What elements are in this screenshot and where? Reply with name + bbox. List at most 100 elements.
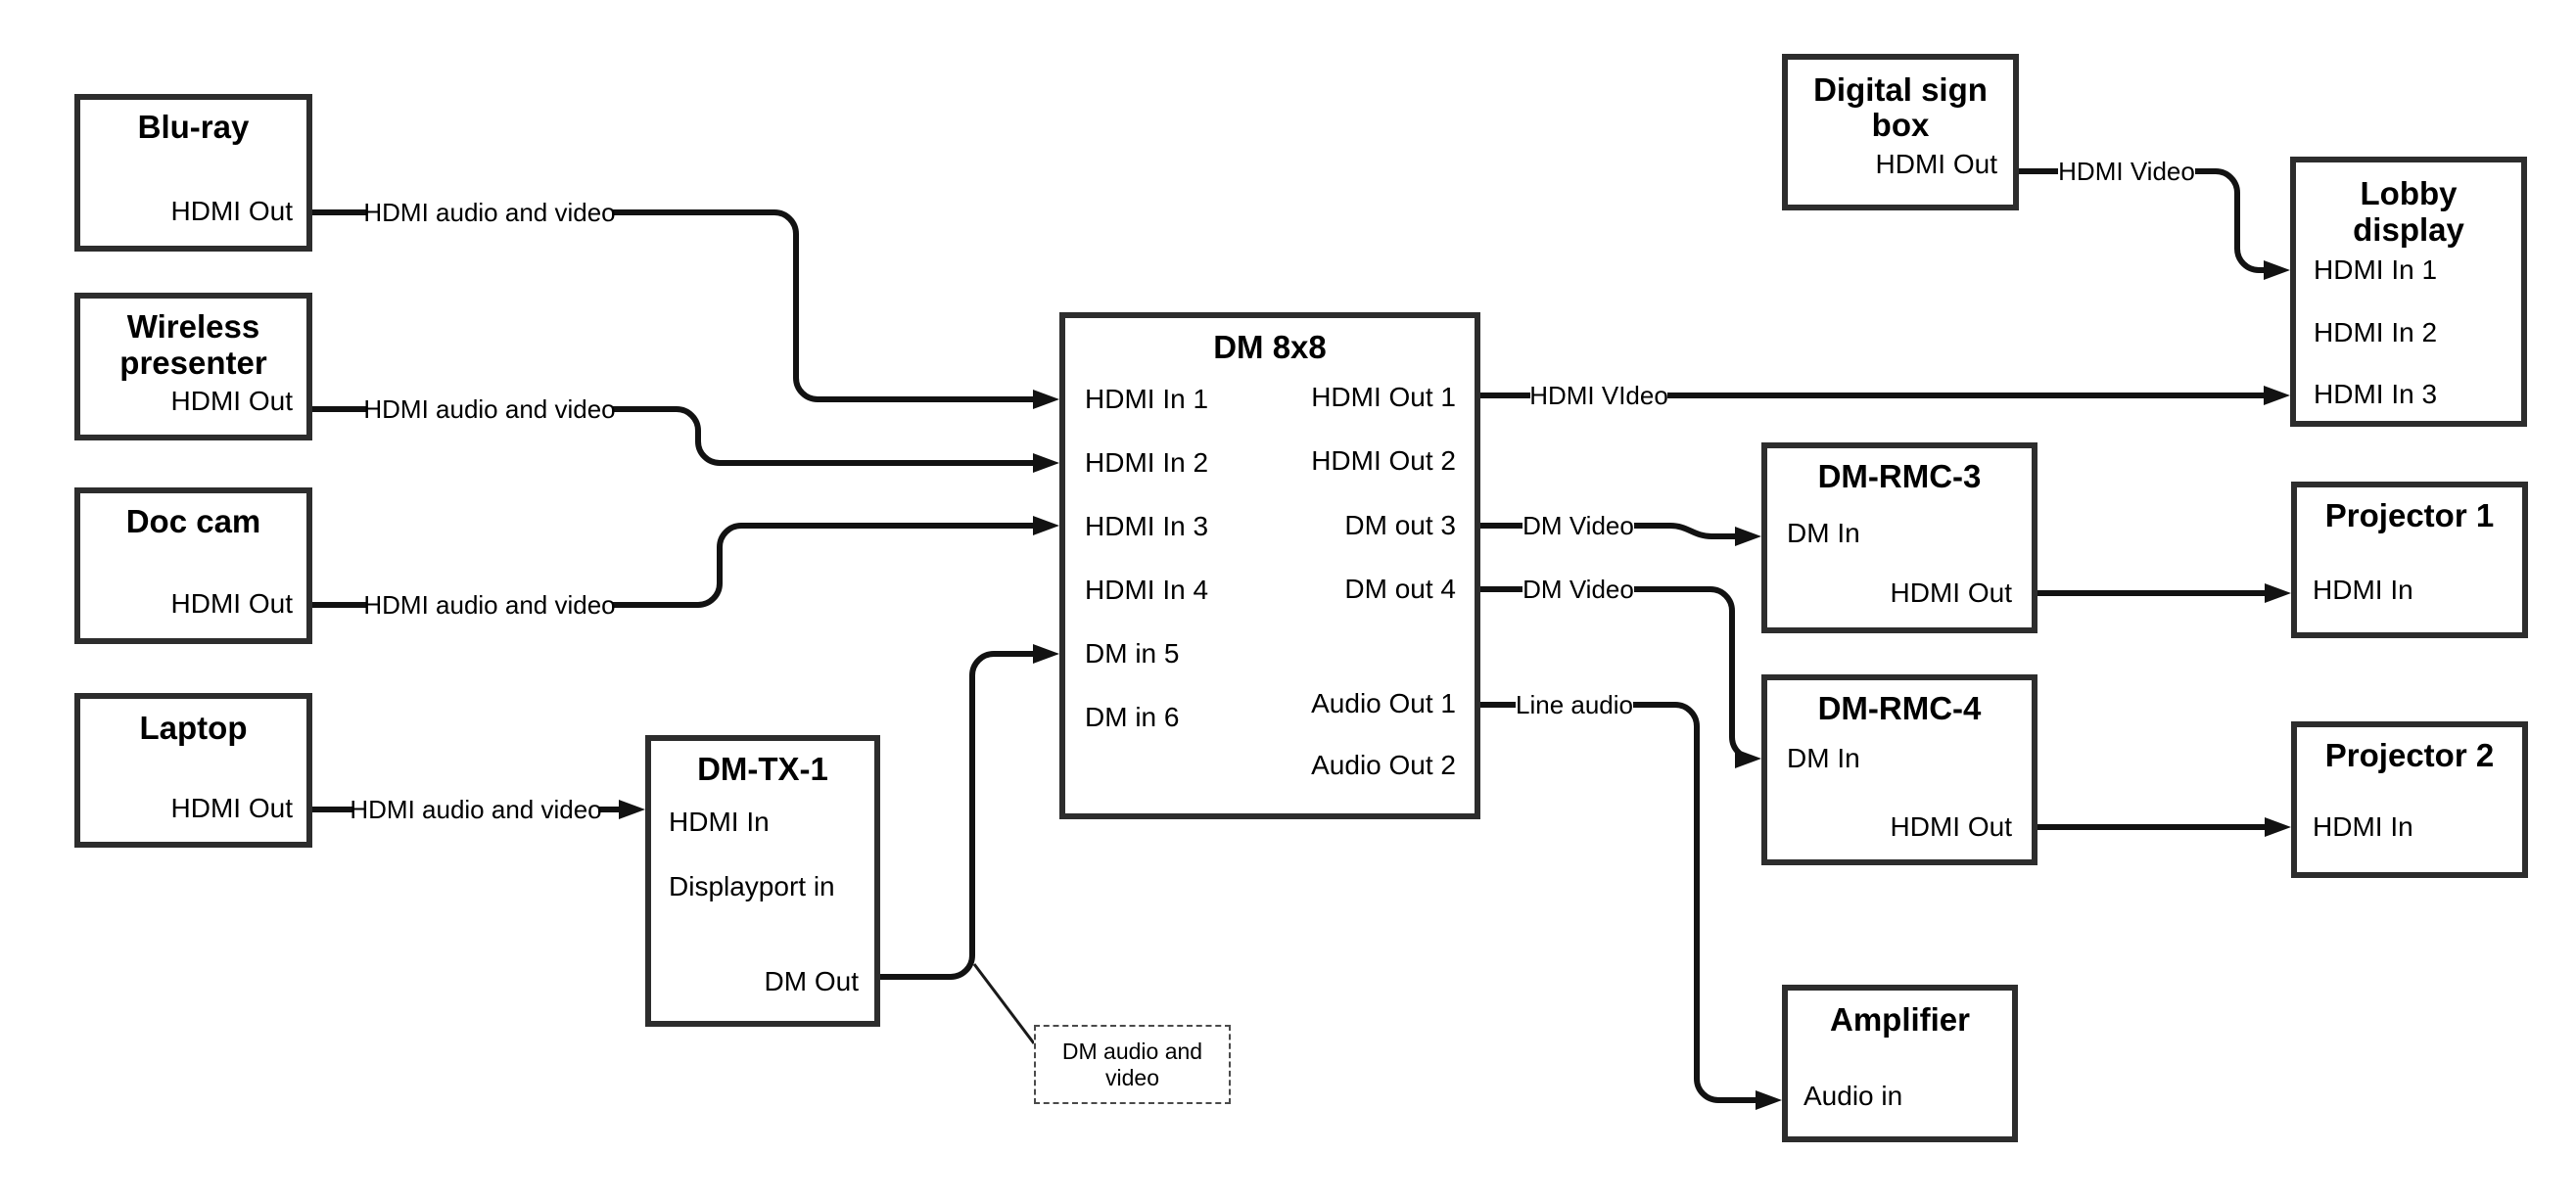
node-projector-1: Projector 1 HDMI In — [2291, 482, 2528, 638]
node-title: Doc cam — [125, 503, 261, 539]
node-title: Blu-ray — [137, 109, 250, 145]
port-hdmi-in-3: HDMI In 3 — [2314, 379, 2438, 409]
node-title: Projector 1 — [2324, 497, 2495, 533]
port-hdmi-in: HDMI In — [2313, 811, 2413, 842]
arrowhead-dm8x8-in3 — [1033, 516, 1059, 535]
wire-dm8x8-out3-to-rmc3 — [1480, 523, 1761, 546]
port-dm-out: DM Out — [764, 966, 859, 996]
port-hdmi-in-1: HDMI In 1 — [2314, 254, 2438, 285]
wire-label-hdmi-av-doccam: HDMI audio and video — [363, 588, 616, 622]
wire-label-line-audio: Line audio — [1516, 688, 1633, 721]
svg-text:HDMI Video: HDMI Video — [2058, 157, 2195, 186]
svg-text:Line audio: Line audio — [1516, 690, 1633, 719]
node-title: Digital sign — [1813, 71, 1988, 108]
wire-label-hdmi-av-bluray: HDMI audio and video — [363, 196, 616, 229]
arrowhead-rmc3-dm-in — [1735, 527, 1761, 546]
svg-text:HDMI audio and video: HDMI audio and video — [363, 394, 615, 424]
node-wireless-presenter: Wireless presenter HDMI Out — [74, 293, 312, 440]
arrowhead-lobby-in1 — [2264, 260, 2290, 280]
wire-rmc4-to-projector2 — [2037, 817, 2291, 837]
note-text: DM audio and — [1061, 1039, 1203, 1064]
wire-dm8x8-out4-to-rmc4 — [1480, 586, 1761, 768]
svg-text:DM Video: DM Video — [1522, 575, 1634, 604]
port-hdmi-out: HDMI Out — [170, 196, 293, 226]
node-dm-rmc-4: DM-RMC-4 DM In HDMI Out — [1761, 674, 2037, 865]
wire-label-hdmi-video-digitalsign: HDMI Video — [2058, 155, 2195, 188]
port-hdmi-in-1: HDMI In 1 — [1085, 384, 1209, 414]
svg-text:HDMI audio and video: HDMI audio and video — [363, 590, 615, 620]
port-hdmi-in-3: HDMI In 3 — [1085, 511, 1209, 541]
port-dm-in-6: DM in 6 — [1085, 702, 1180, 732]
node-title: Wireless — [126, 308, 260, 345]
node-title: Projector 2 — [2324, 737, 2495, 773]
wire-rmc3-to-projector1 — [2037, 583, 2291, 603]
node-laptop: Laptop HDMI Out — [74, 693, 312, 848]
wire-wireless-to-dm8x8-in2 — [312, 406, 1059, 473]
port-hdmi-out: HDMI Out — [1890, 811, 2012, 842]
svg-text:HDMI audio and video: HDMI audio and video — [363, 198, 615, 227]
wire-doccam-to-dm8x8-in3 — [312, 516, 1059, 608]
port-hdmi-out: HDMI Out — [1875, 149, 1997, 179]
node-bluray: Blu-ray HDMI Out — [74, 94, 312, 252]
node-dm-8x8: DM 8x8 HDMI In 1 HDMI In 2 HDMI In 3 HDM… — [1059, 312, 1480, 819]
wire-bluray-to-dm8x8-in1 — [312, 209, 1059, 409]
wire-label-hdmi-av-wireless: HDMI audio and video — [363, 393, 616, 426]
port-dm-in: DM In — [1787, 743, 1860, 773]
port-dm-out-3: DM out 3 — [1344, 510, 1456, 540]
port-dm-in-5: DM in 5 — [1085, 638, 1180, 669]
arrowhead-projector2-hdmi-in — [2265, 817, 2291, 837]
svg-text:HDMI audio and video: HDMI audio and video — [350, 795, 601, 824]
port-displayport-in: Displayport in — [669, 871, 835, 901]
port-hdmi-out: HDMI Out — [1890, 577, 2012, 608]
port-hdmi-out-2: HDMI Out 2 — [1311, 445, 1456, 476]
port-audio-out-2: Audio Out 2 — [1311, 750, 1456, 780]
port-hdmi-out: HDMI Out — [170, 386, 293, 416]
wire-dmtx1-to-dm8x8-in5 — [880, 644, 1059, 980]
arrowhead-dmtx1-hdmi-in — [619, 800, 645, 819]
node-dm-rmc-3: DM-RMC-3 DM In HDMI Out — [1761, 442, 2037, 633]
port-hdmi-in-2: HDMI In 2 — [1085, 447, 1209, 478]
node-digital-sign-box: Digital sign box HDMI Out — [1782, 54, 2019, 210]
node-title: display — [2353, 211, 2464, 248]
node-title: DM-RMC-3 — [1817, 458, 1982, 494]
svg-text:DM Video: DM Video — [1522, 511, 1634, 540]
arrowhead-dm8x8-in1 — [1033, 390, 1059, 409]
note-text: video — [1105, 1065, 1159, 1090]
port-hdmi-in: HDMI In — [2313, 575, 2413, 605]
port-dm-out-4: DM out 4 — [1344, 574, 1456, 604]
svg-text:HDMI VIdeo: HDMI VIdeo — [1529, 381, 1668, 410]
node-title: Lobby — [2360, 175, 2458, 211]
arrowhead-dm8x8-in2 — [1033, 453, 1059, 473]
port-hdmi-out-1: HDMI Out 1 — [1311, 382, 1456, 412]
port-audio-out-1: Audio Out 1 — [1311, 688, 1456, 718]
port-hdmi-in-2: HDMI In 2 — [2314, 317, 2438, 347]
node-title: presenter — [119, 345, 267, 381]
node-dm-tx-1: DM-TX-1 HDMI In Displayport in DM Out — [645, 735, 880, 1027]
node-title: DM-RMC-4 — [1817, 690, 1982, 726]
wire-label-hdmi-av-laptop: HDMI audio and video — [350, 793, 602, 826]
arrowhead-lobby-in3 — [2264, 386, 2290, 405]
node-title: Laptop — [139, 710, 248, 746]
wire-dm8x8-audio1-to-amplifier — [1480, 702, 1782, 1110]
arrowhead-amplifier-audio-in — [1756, 1090, 1782, 1110]
wire-label-dm-video-out3: DM Video — [1522, 509, 1634, 542]
port-hdmi-in-4: HDMI In 4 — [1085, 575, 1209, 605]
note-callout-line — [972, 963, 1036, 1044]
node-lobby-display: Lobby display HDMI In 1 HDMI In 2 HDMI I… — [2290, 157, 2527, 427]
note-dm-audio-and-video: DM audio and video — [1034, 1025, 1231, 1104]
port-hdmi-out: HDMI Out — [170, 793, 293, 823]
node-doc-cam: Doc cam HDMI Out — [74, 487, 312, 644]
port-dm-in: DM In — [1787, 518, 1860, 548]
port-hdmi-out: HDMI Out — [170, 588, 293, 619]
wire-label-dm-video-out4: DM Video — [1522, 573, 1634, 606]
wire-digitalsign-to-lobby-in1 — [2019, 168, 2290, 280]
node-title: DM 8x8 — [1213, 329, 1327, 365]
node-amplifier: Amplifier Audio in — [1782, 985, 2018, 1142]
wire-label-hdmi-video-out1: HDMI VIdeo — [1529, 379, 1668, 412]
node-projector-2: Projector 2 HDMI In — [2291, 721, 2528, 878]
node-title: box — [1871, 107, 1930, 143]
arrowhead-projector1-hdmi-in — [2265, 583, 2291, 603]
port-hdmi-in: HDMI In — [669, 807, 770, 837]
